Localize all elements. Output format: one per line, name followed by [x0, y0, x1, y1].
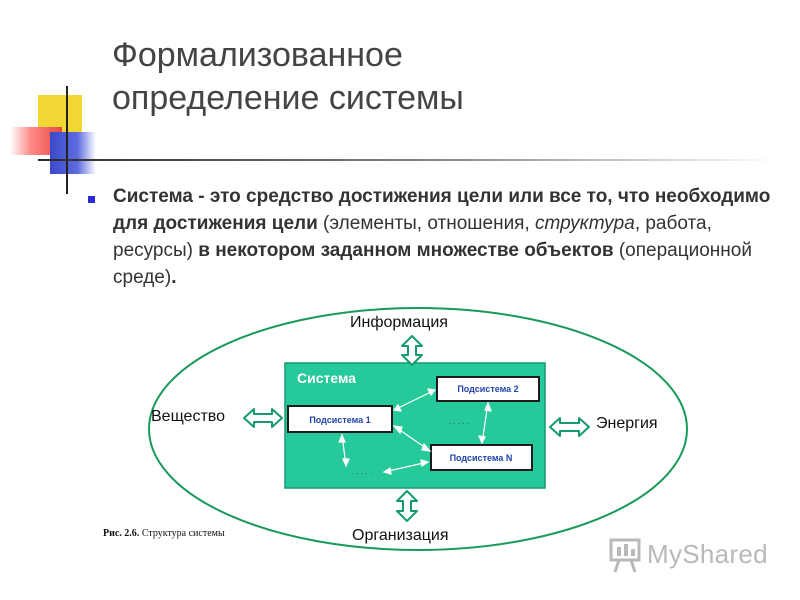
figure-caption-text: Структура системы: [139, 528, 225, 539]
figure-caption: Рис. 2.6. Структура системы: [103, 528, 225, 539]
subsystem-1-label: Подсистема 1: [309, 415, 370, 425]
definition-normal-3: (операционной среде): [113, 240, 752, 288]
arrow-sub1-down-head-b: [338, 433, 346, 443]
arrow-sub1-down-head-a: [342, 458, 350, 468]
definition-period: .: [171, 267, 177, 288]
arrow-sub2-subn-head-a: [478, 435, 486, 445]
watermark-text: MyShared: [647, 539, 768, 569]
subsystem-1-box: [287, 405, 393, 433]
arrow-sub1-sub2-head-a: [426, 388, 437, 397]
definition-normal-2: , работа, ресурсы): [113, 213, 712, 261]
definition-paragraph: Система - это средство достижения цели и…: [113, 183, 773, 291]
energy-double-arrow-icon: [549, 417, 590, 437]
arrow-sub1-sub2-head-b: [392, 403, 403, 412]
arrow-sub1-subn-head-b: [392, 425, 403, 435]
environment-ellipse: [148, 307, 688, 551]
subsystem-n-box: [430, 444, 533, 471]
info-double-arrow-icon: [401, 335, 423, 366]
env-label-energy: Энергия: [596, 415, 658, 432]
figure-number: Рис. 2.6.: [103, 528, 140, 539]
arrow-sub2-subn-head-b: [484, 401, 492, 412]
definition-normal-1: (элементы, отношения,: [317, 213, 536, 234]
title-line-1: Формализованное: [112, 36, 403, 74]
presentation-board-icon: [609, 538, 641, 573]
ellipsis-upper: . . . . .: [449, 417, 469, 426]
arrow-ellipsis-subn-head-b: [382, 466, 392, 475]
subsystem-2-box: [436, 376, 540, 402]
definition-bold-2: в некотором заданном множестве объектов: [198, 240, 614, 261]
slide-title: Формализованное определение системы: [112, 34, 772, 120]
ellipsis-lower: . . . . .: [352, 467, 372, 476]
bullet-square-icon: [88, 196, 95, 203]
title-line-2: определение системы: [112, 79, 464, 117]
substance-double-arrow-icon: [243, 408, 283, 428]
env-label-organization: Организация: [352, 527, 449, 544]
env-label-substance: Вещество: [151, 408, 225, 425]
env-label-information: Информация: [350, 314, 448, 331]
arrow-sub1-sub2: [393, 389, 436, 411]
organization-double-arrow-icon: [396, 490, 418, 522]
title-divider: [38, 159, 778, 161]
decor-vertical-line: [66, 86, 68, 194]
arrow-ellipsis-subn-head-a: [420, 459, 430, 468]
arrow-sub1-subn-head-a: [421, 442, 432, 452]
system-label: Система: [297, 370, 356, 386]
arrow-ellipsis-subn: [383, 461, 429, 473]
subsystem-2-label: Подсистема 2: [457, 384, 518, 394]
decor-blue-block: [50, 132, 96, 174]
definition-bold-1: Система - это средство достижения цели и…: [113, 186, 771, 234]
definition-italic: структура: [535, 213, 635, 234]
subsystem-n-label: Подсистема N: [450, 453, 513, 463]
